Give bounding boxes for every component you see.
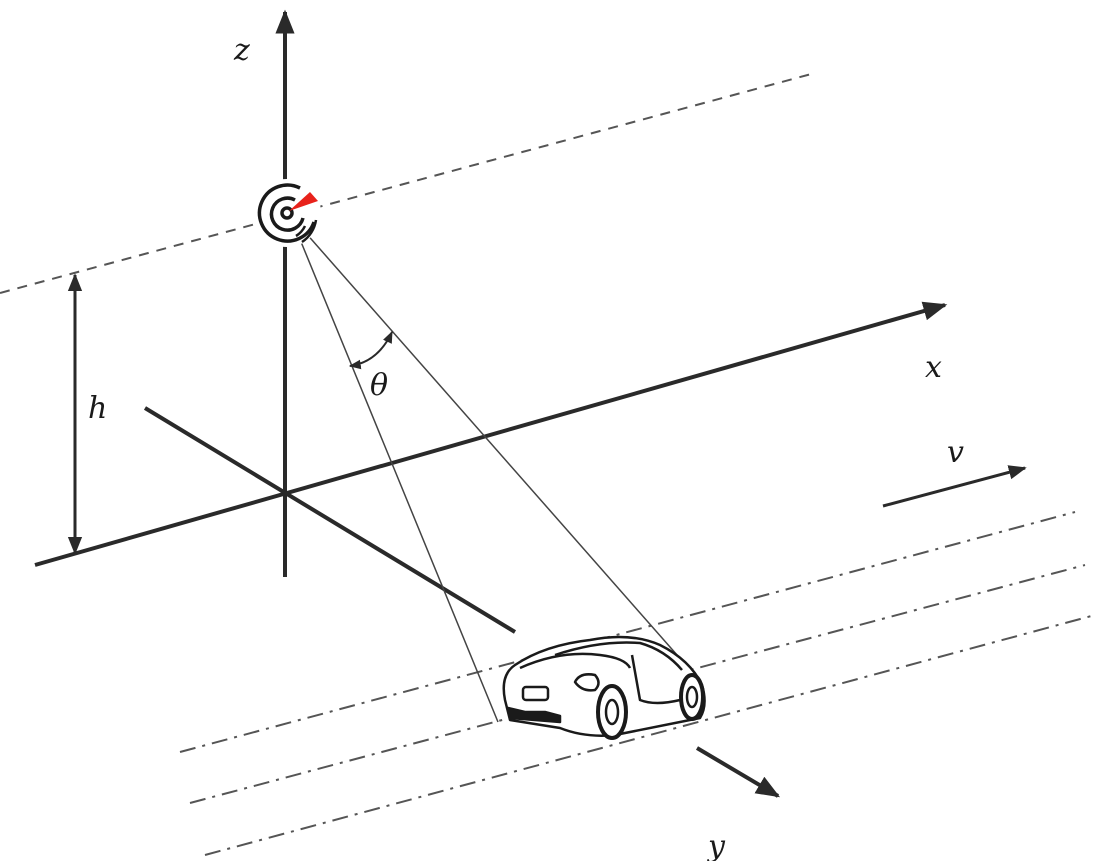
car-icon [502,635,706,740]
y-axis-label: y [706,829,726,861]
velocity-arrow [882,465,1027,508]
y-axis [143,406,517,634]
road-edge-dashed-line [0,72,816,294]
angle-arc [348,330,393,370]
x-axis [34,301,948,567]
velocity-label: v [947,435,964,470]
lane-line-1 [179,511,1076,753]
lane-line-3 [204,614,1096,856]
x-axis-label: x [925,350,942,385]
angle-label: θ [370,368,388,403]
radar-icon [253,179,321,247]
beam-line-near [289,214,499,723]
beam-line-far [289,214,693,673]
height-label: h [88,391,107,426]
z-axis-label: z [233,33,250,68]
y-axis-arrow [695,746,781,798]
